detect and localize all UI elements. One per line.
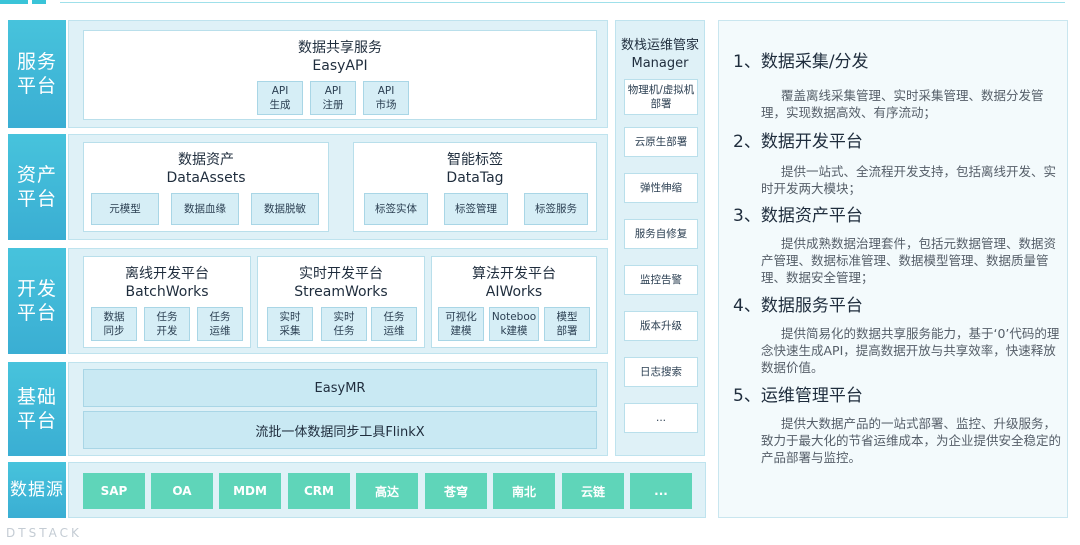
manager-item-monitor: 监控告警 bbox=[624, 265, 698, 295]
easymr-bar: EasyMR bbox=[83, 369, 597, 407]
dataassets-box: 数据资产 DataAssets 元模型 数据血缘 数据脱敏 bbox=[83, 142, 329, 232]
box-subtitle: AIWorks bbox=[485, 284, 543, 300]
manager-item-self-heal: 服务自修复 bbox=[624, 219, 698, 249]
chip-api-market: API 市场 bbox=[363, 81, 409, 115]
manager-title: 数栈运维管家 bbox=[620, 38, 699, 53]
chip-tag-manage: 标签管理 bbox=[444, 193, 508, 225]
box-title: 智能标签 bbox=[447, 152, 503, 168]
source-chip: OA bbox=[151, 473, 213, 509]
chip-realtime-collect: 实时 采集 bbox=[267, 307, 313, 341]
chip-api-generate: API 生成 bbox=[257, 81, 303, 115]
chip-notebook-model: Noteboo k建模 bbox=[489, 307, 539, 341]
chip-lineage: 数据血缘 bbox=[171, 193, 239, 225]
chip-task-ops: 任务 运维 bbox=[371, 307, 417, 341]
box-title: 算法开发平台 bbox=[472, 266, 556, 282]
description-panel: 1、数据采集/分发 覆盖离线采集管理、实时采集管理、数据分发管理，实现数据高效、… bbox=[718, 20, 1068, 518]
desc-text: 覆盖离线采集管理、实时采集管理、数据分发管理，实现数据高效、有序流动； bbox=[761, 88, 1044, 120]
layer-label-source: 数据源 bbox=[8, 462, 66, 518]
accent-segment bbox=[0, 0, 28, 4]
desc-text: 提供简易化的数据共享服务能力，基于‘0’代码的理念快速生成API，提高数据开放与… bbox=[761, 326, 1060, 375]
layer-label-service: 服务 平台 bbox=[8, 20, 66, 128]
layer-body-service: 数据共享服务 EasyAPI API 生成 API 注册 API 市场 bbox=[68, 20, 608, 128]
layer-body-asset: 数据资产 DataAssets 元模型 数据血缘 数据脱敏 智能标签 DataT… bbox=[68, 134, 608, 240]
datatag-box: 智能标签 DataTag 标签实体 标签管理 标签服务 bbox=[353, 142, 597, 232]
desc-heading: 1、数据采集/分发 bbox=[733, 52, 869, 72]
layer-label-dev: 开发 平台 bbox=[8, 248, 66, 354]
box-subtitle: EasyAPI bbox=[312, 58, 368, 74]
manager-column: 数栈运维管家 Manager 物理机/虚拟机 部署 云原生部署 弹性伸缩 服务自… bbox=[615, 20, 705, 456]
chip-api-register: API 注册 bbox=[310, 81, 356, 115]
chip-tag-entity: 标签实体 bbox=[364, 193, 428, 225]
desc-text: 提供成熟数据治理套件，包括元数据管理、数据资产管理、数据标准管理、数据模型管理、… bbox=[761, 236, 1057, 285]
desc-heading: 2、数据开发平台 bbox=[733, 132, 863, 152]
easyapi-box: 数据共享服务 EasyAPI API 生成 API 注册 API 市场 bbox=[83, 30, 597, 120]
desc-heading: 4、数据服务平台 bbox=[733, 296, 863, 316]
source-chip: ... bbox=[630, 473, 692, 509]
streamworks-box: 实时开发平台 StreamWorks 实时 采集 实时 任务 任务 运维 bbox=[257, 256, 425, 348]
layer-label-asset: 资产 平台 bbox=[8, 134, 66, 240]
box-subtitle: BatchWorks bbox=[125, 284, 209, 300]
source-chip: SAP bbox=[83, 473, 145, 509]
source-chip: 高达 bbox=[356, 473, 418, 509]
manager-item-upgrade: 版本升级 bbox=[624, 311, 698, 341]
box-title: 数据资产 bbox=[178, 152, 234, 168]
chip-visual-model: 可视化 建模 bbox=[438, 307, 484, 341]
source-chip: MDM bbox=[219, 473, 281, 509]
manager-item-cloud-native: 云原生部署 bbox=[624, 127, 698, 157]
desc-heading: 3、数据资产平台 bbox=[733, 206, 863, 226]
box-title: 离线开发平台 bbox=[125, 266, 209, 282]
desc-text: 提供大数据产品的一站式部署、监控、升级服务，致力于最大化的节省运维成本，为企业提… bbox=[761, 416, 1062, 465]
chip-task-ops: 任务 运维 bbox=[197, 307, 243, 341]
box-title: 实时开发平台 bbox=[299, 266, 383, 282]
accent-segment bbox=[32, 0, 46, 4]
aiworks-box: 算法开发平台 AIWorks 可视化 建模 Noteboo k建模 模型 部署 bbox=[431, 256, 597, 348]
box-subtitle: DataTag bbox=[446, 170, 504, 186]
box-title: 数据共享服务 bbox=[298, 40, 382, 56]
layer-label-base: 基础 平台 bbox=[8, 362, 66, 456]
chip-data-sync: 数据 同步 bbox=[91, 307, 137, 341]
box-subtitle: DataAssets bbox=[166, 170, 246, 186]
source-chip: 云链 bbox=[562, 473, 624, 509]
layer-body-dev: 离线开发平台 BatchWorks 数据 同步 任务 开发 任务 运维 实时开发… bbox=[68, 248, 608, 354]
chip-masking: 数据脱敏 bbox=[251, 193, 319, 225]
box-subtitle: StreamWorks bbox=[294, 284, 388, 300]
manager-subtitle: Manager bbox=[631, 56, 689, 71]
manager-item-elastic: 弹性伸缩 bbox=[624, 173, 698, 203]
chip-metamodel: 元模型 bbox=[91, 193, 159, 225]
top-accent-bar bbox=[0, 0, 1080, 8]
chip-realtime-task: 实时 任务 bbox=[321, 307, 367, 341]
desc-text: 提供一站式、全流程开发支持，包括离线开发、实时开发两大模块； bbox=[761, 164, 1057, 196]
chip-model-deploy: 模型 部署 bbox=[544, 307, 590, 341]
brand-watermark: DTSTACK bbox=[6, 526, 82, 540]
source-chip: CRM bbox=[288, 473, 350, 509]
source-chip: 苍穹 bbox=[425, 473, 487, 509]
manager-item-more: ... bbox=[624, 403, 698, 433]
flinkx-bar: 流批一体数据同步工具FlinkX bbox=[83, 411, 597, 449]
manager-item-log-search: 日志搜索 bbox=[624, 357, 698, 387]
chip-tag-service: 标签服务 bbox=[524, 193, 588, 225]
chip-task-dev: 任务 开发 bbox=[144, 307, 190, 341]
batchworks-box: 离线开发平台 BatchWorks 数据 同步 任务 开发 任务 运维 bbox=[83, 256, 251, 348]
layer-body-base: EasyMR 流批一体数据同步工具FlinkX bbox=[68, 362, 608, 456]
source-chip: 南北 bbox=[493, 473, 555, 509]
desc-heading: 5、运维管理平台 bbox=[733, 386, 863, 406]
manager-item-vm-deploy: 物理机/虚拟机 部署 bbox=[624, 79, 698, 115]
accent-line bbox=[60, 2, 1065, 3]
